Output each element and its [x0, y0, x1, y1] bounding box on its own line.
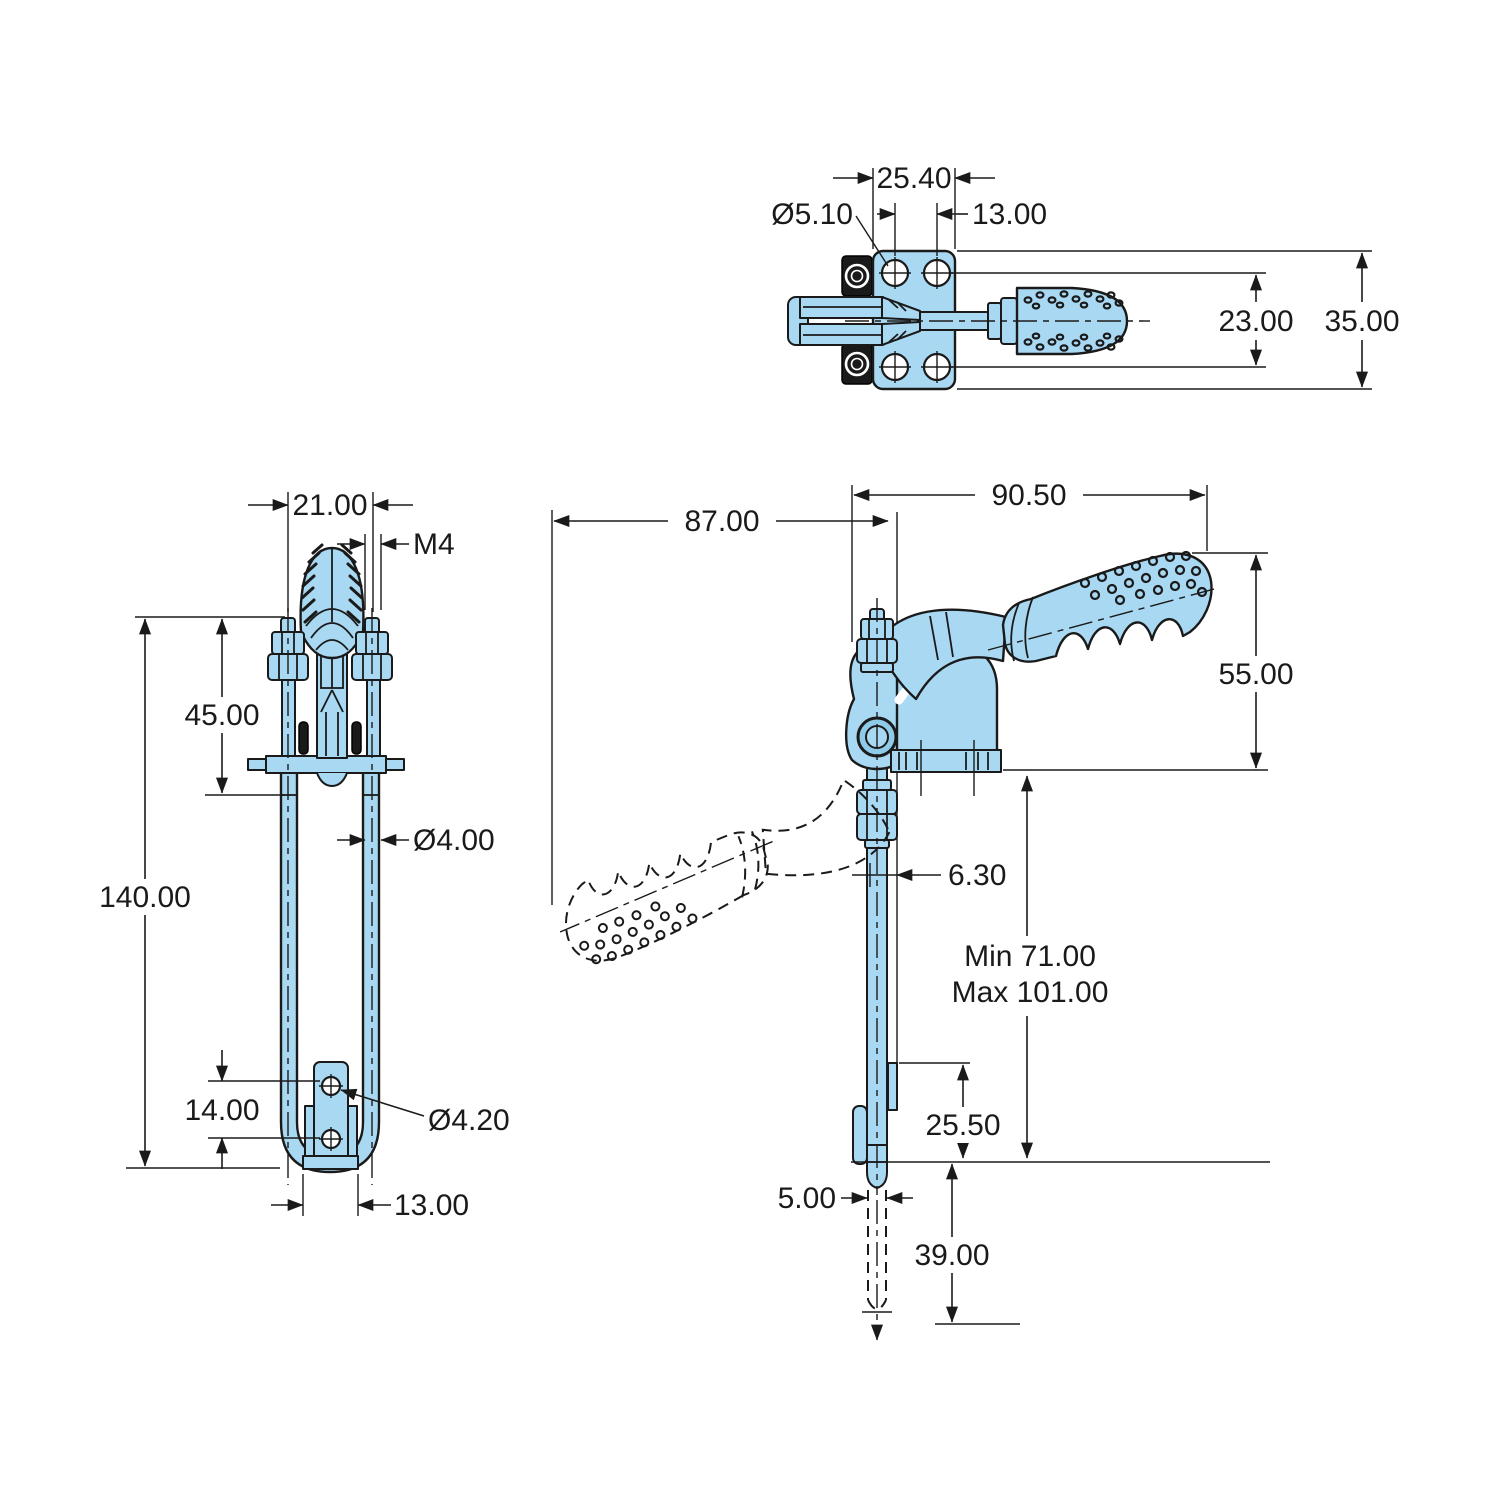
dim-spindle-thread: M4 [413, 528, 455, 561]
base-flange-side [890, 740, 1002, 796]
dim-overall-height: 140.00 [99, 881, 191, 914]
dim-stroke-travel: 39.00 [914, 1239, 989, 1272]
dim-handle-height: 55.00 [1218, 658, 1293, 691]
pad-right [351, 721, 362, 755]
u-bolt-plan [787, 296, 921, 346]
grip-side [1001, 552, 1213, 663]
dim-thread-length: 45.00 [184, 699, 259, 732]
dim-plate-width: 25.40 [876, 162, 951, 195]
keeper-block-bottom [841, 343, 873, 385]
dim-handle-reach-closed: 90.50 [991, 479, 1066, 512]
dim-plunger-offset: 6.30 [948, 859, 1006, 892]
top-view-dimensions: 25.40 Ø5.10 13.00 23.00 35.00 [771, 162, 1414, 390]
handle-open-dashed [559, 778, 891, 965]
dim-hole-spacing-y: 23.00 [1218, 305, 1293, 338]
top-view: 25.40 Ø5.10 13.00 23.00 35.00 [771, 162, 1414, 391]
dim-bar-dia: Ø4.00 [413, 824, 495, 857]
mounting-holes [879, 257, 953, 383]
grip-texture-dots-plan [1023, 290, 1124, 352]
front-view-dimensions: 21.00 M4 45.00 140.00 Ø4.00 14.00 [84, 489, 510, 1222]
dim-mount-hole-dia: Ø5.10 [771, 198, 853, 231]
dim-clamp-height-max: Max 101.00 [952, 976, 1109, 1009]
handle-knob-front [299, 543, 365, 660]
dim-spindle-spacing: 21.00 [292, 489, 367, 522]
dim-bracket-hole-dia: Ø4.20 [428, 1104, 510, 1137]
keeper-block-top [841, 255, 873, 297]
dim-plate-height: 35.00 [1324, 305, 1399, 338]
front-view: 21.00 M4 45.00 140.00 Ø4.00 14.00 [84, 489, 510, 1222]
dim-plunger-dia: 5.00 [778, 1182, 836, 1215]
dim-handle-reach-open: 87.00 [684, 505, 759, 538]
dim-foot-height: 25.50 [925, 1109, 1000, 1142]
side-view-dimensions: 87.00 90.50 55.00 6.30 Min 71.00 Max 101… [553, 478, 1308, 1323]
hole-dia-leader [855, 215, 889, 267]
dim-bracket-hole-spacing: 14.00 [184, 1094, 259, 1127]
dim-clamp-height-min: Min 71.00 [964, 940, 1096, 973]
pad-left [298, 721, 309, 755]
base-flange-front [247, 755, 405, 787]
side-view: 87.00 90.50 55.00 6.30 Min 71.00 Max 101… [551, 478, 1308, 1341]
handle-plan [845, 286, 1150, 356]
dim-bracket-width: 13.00 [394, 1189, 469, 1222]
grip-texture-dots-side [1079, 550, 1208, 606]
handle-centerline-side [987, 587, 1219, 651]
handle-closed [876, 550, 1219, 701]
grip-dots-open [579, 901, 698, 965]
dim-hole-spacing-x: 13.00 [972, 198, 1047, 231]
knob-hatching [300, 543, 364, 624]
plunger-extended-dashed [862, 1190, 892, 1341]
spindle-rod-right [366, 675, 381, 759]
bottom-bracket-front [302, 1061, 359, 1170]
